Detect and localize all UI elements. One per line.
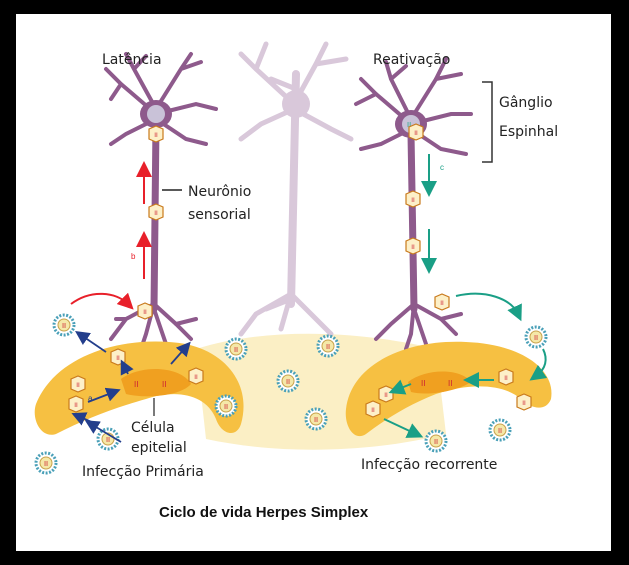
latency-neuron bbox=[106, 54, 216, 349]
neuron-label: Neurônio bbox=[188, 184, 251, 200]
virion-2 bbox=[226, 339, 246, 359]
epithelial-label: epitelial bbox=[131, 440, 187, 456]
capsid-axon-right-1 bbox=[406, 191, 420, 207]
capsid-terminal-left bbox=[138, 303, 152, 319]
cell-label: Célula bbox=[131, 420, 175, 436]
capsid-cell-right-1 bbox=[499, 369, 513, 385]
spinal-label: Espinhal bbox=[499, 124, 558, 140]
step-a-label: a bbox=[88, 394, 93, 403]
capsid-axon-left bbox=[149, 204, 163, 220]
arrow-blue-1 bbox=[81, 335, 106, 352]
virion-4 bbox=[278, 371, 298, 391]
capsid-terminal-right bbox=[435, 294, 449, 310]
step-b-label: b bbox=[131, 252, 136, 261]
capsid-cell-left-4 bbox=[189, 368, 203, 384]
recurrent-infection-label: Infecção recorrente bbox=[361, 457, 497, 473]
virion-5 bbox=[216, 396, 236, 416]
virion-8 bbox=[36, 453, 56, 473]
virion-3 bbox=[318, 336, 338, 356]
capsid-cell-left-3 bbox=[69, 396, 83, 412]
nucleus-right-mark-2: II bbox=[448, 379, 452, 388]
virion-10 bbox=[490, 420, 510, 440]
reactivation-label: Reativação bbox=[373, 52, 450, 68]
capsid-cell-right-2 bbox=[379, 386, 393, 402]
capsid-cell-right-3 bbox=[366, 401, 380, 417]
virion-1 bbox=[54, 315, 74, 335]
latency-label: Latência bbox=[102, 52, 162, 68]
capsid-axon-right-2 bbox=[406, 238, 420, 254]
nucleus-left-mark-1: II bbox=[134, 380, 138, 389]
ganglion-label: Gânglio bbox=[499, 95, 553, 111]
virion-6 bbox=[306, 409, 326, 429]
arrow-red-curve bbox=[71, 294, 128, 304]
capsid-cell-left-1 bbox=[111, 349, 125, 365]
latent-capsid bbox=[149, 126, 163, 142]
step-c-label: c bbox=[440, 163, 444, 172]
arrow-green-curve-1 bbox=[456, 294, 518, 314]
faded-neuron bbox=[241, 44, 351, 334]
virion-11 bbox=[426, 431, 446, 451]
ganglion-bracket bbox=[482, 82, 492, 162]
nucleus-left-mark-2: II bbox=[162, 380, 166, 389]
capsid-cell-left-2 bbox=[71, 376, 85, 392]
capsid-cell-right-4 bbox=[517, 394, 531, 410]
primary-infection-label: Infecção Primária bbox=[82, 464, 204, 480]
reactivated-capsid bbox=[409, 124, 423, 140]
nucleus-right-mark-1: II bbox=[421, 379, 425, 388]
latency-nucleus bbox=[147, 105, 165, 123]
virion-9 bbox=[526, 327, 546, 347]
sensory-label: sensorial bbox=[188, 207, 251, 223]
diagram-title: Ciclo de vida Herpes Simplex bbox=[159, 504, 369, 521]
